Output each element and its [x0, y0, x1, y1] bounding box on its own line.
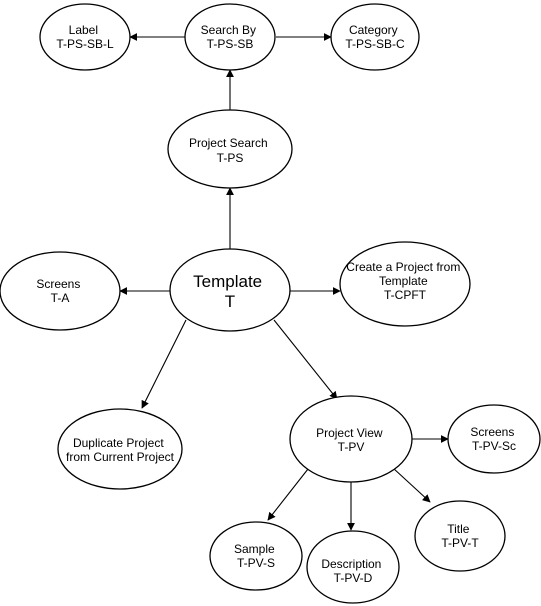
node-category-line-1: Category [349, 23, 398, 37]
node-project-view: Project View T-PV [289, 395, 413, 483]
node-duplicate-project-text: Duplicate Project from Current Project [66, 436, 175, 464]
node-project-search-text: Project Search T-PS [189, 136, 271, 165]
node-description-line-1: Description [321, 557, 381, 571]
node-screens-ta-ellipse [0, 251, 121, 331]
edges-layer [119, 33, 449, 531]
node-sample-line-1: Sample [234, 542, 275, 556]
node-project-view-ellipse [289, 395, 413, 483]
node-duplicate-project-ellipse [57, 408, 183, 490]
node-screens-ta: Screens T-A [0, 251, 121, 331]
edge-project-view-to-sample [267, 468, 309, 521]
node-screens-tpvsc-line-2: T-PV-Sc [472, 439, 516, 453]
node-template-line-1: Template [193, 272, 262, 291]
node-sample-ellipse [209, 521, 303, 591]
node-search-by-text: Search By T-PS-SB [201, 23, 260, 51]
edge-project-view-to-title [392, 467, 431, 503]
node-sample: Sample T-PV-S [209, 521, 303, 591]
node-create-from-template-ellipse [339, 241, 471, 327]
node-duplicate-project-line-1: Duplicate Project [73, 436, 164, 450]
node-screens-ta-line-1: Screens [36, 277, 80, 291]
node-description-text: Description T-PV-D [321, 557, 384, 585]
node-search-by: Search By T-PS-SB [184, 3, 276, 71]
node-label-line-1: Label [69, 23, 98, 37]
node-screens-tpvsc-text: Screens T-PV-Sc [470, 425, 517, 453]
node-duplicate-project-line-2: from Current Project [66, 450, 175, 464]
node-search-by-ellipse [184, 3, 276, 71]
node-category: Category T-PS-SB-C [330, 3, 420, 71]
edge-template-to-project-view [273, 319, 338, 400]
node-project-search-line-2: T-PS [217, 151, 244, 165]
node-description: Description T-PV-D [306, 530, 400, 604]
node-label-text: Label T-PS-SB-L [56, 23, 114, 51]
node-template-ellipse [169, 248, 291, 332]
nodes-layer: Template T Project Search T-PS Search By… [0, 3, 541, 604]
node-title-text: Title T-PV-T [441, 522, 479, 550]
node-create-from-template-text: Create a Project from Template T-CPFT [346, 260, 463, 302]
node-screens-tpvsc-ellipse [447, 404, 541, 474]
node-title: Title T-PV-T [414, 500, 506, 572]
node-project-search: Project Search T-PS [167, 109, 293, 189]
node-label-line-2: T-PS-SB-L [56, 37, 114, 51]
node-category-line-2: T-PS-SB-C [345, 37, 405, 51]
node-project-view-text: Project View T-PV [316, 426, 386, 454]
node-create-from-template-line-1: Create a Project from [346, 260, 460, 274]
node-screens-ta-line-2: T-A [51, 291, 70, 305]
node-search-by-line-2: T-PS-SB [207, 37, 254, 51]
edge-template-to-duplicate-project [141, 319, 187, 409]
node-template: Template T [169, 248, 291, 332]
node-screens-tpvsc: Screens T-PV-Sc [447, 404, 541, 474]
node-create-from-template-line-3: T-CPFT [384, 288, 427, 302]
node-description-line-2: T-PV-D [334, 571, 373, 585]
node-template-text: Template T [193, 272, 267, 311]
node-category-ellipse [330, 3, 420, 71]
node-screens-ta-text: Screens T-A [36, 277, 83, 305]
node-title-line-1: Title [447, 522, 470, 536]
node-search-by-line-1: Search By [201, 23, 256, 37]
node-title-line-2: T-PV-T [441, 536, 479, 550]
node-create-from-template: Create a Project from Template T-CPFT [339, 241, 471, 327]
node-project-view-line-1: Project View [316, 426, 383, 440]
node-description-ellipse [306, 530, 400, 604]
node-duplicate-project: Duplicate Project from Current Project [57, 408, 183, 490]
node-screens-tpvsc-line-1: Screens [470, 425, 514, 439]
node-sample-line-2: T-PV-S [237, 556, 275, 570]
node-template-line-2: T [225, 292, 235, 311]
node-label-ellipse [39, 3, 131, 71]
node-project-search-ellipse [167, 109, 293, 189]
node-project-search-line-1: Project Search [189, 136, 268, 150]
node-create-from-template-line-2: Template [379, 274, 428, 288]
node-sample-text: Sample T-PV-S [234, 542, 278, 570]
node-category-text: Category T-PS-SB-C [345, 23, 405, 51]
node-label: Label T-PS-SB-L [39, 3, 131, 71]
node-title-ellipse [414, 500, 506, 572]
node-project-view-line-2: T-PV [338, 440, 365, 454]
